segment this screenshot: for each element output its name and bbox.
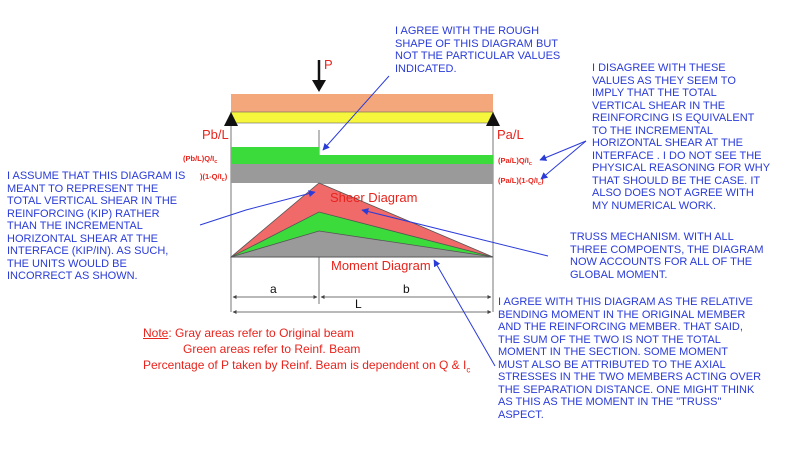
- left-annotation: I ASSUME THAT THIS DIAGRAM IS MEANT TO R…: [7, 170, 186, 282]
- dim-L-label: L: [355, 297, 362, 311]
- right-reaction-label: Pa/L: [497, 127, 524, 142]
- right-gray-label: (Pa/L)(1-Q/Ic): [498, 176, 544, 187]
- top-annotation: I AGREE WITH THE ROUGH SHAPE OF THIS DIA…: [395, 25, 561, 75]
- dim-b-label: b: [403, 282, 410, 296]
- left-reaction-label: Pb/L: [202, 127, 229, 142]
- note-line-3: Percentage of P taken by Reinf. Beam is …: [143, 358, 471, 375]
- beam-bottom-layer: [230, 111, 494, 124]
- note-label: Note: [143, 326, 169, 340]
- shear-gray-left: [231, 164, 319, 183]
- point-load-arrow: [312, 60, 326, 92]
- note-line-2: Green areas refer to Reinf. Beam: [183, 342, 361, 356]
- moment-annotation: I AGREE WITH THIS DIAGRAM AS THE RELATIV…: [498, 296, 762, 421]
- note-line-1: Note: Gray areas refer to Original beam: [143, 326, 354, 340]
- shear-green-right: [319, 155, 493, 164]
- left-support-icon: [224, 112, 238, 126]
- left-note-arrow: [199, 190, 316, 226]
- top-note-arrow: [322, 75, 390, 151]
- dim-a-label: a: [270, 282, 277, 296]
- right-support-icon: [486, 112, 500, 126]
- load-label: P: [324, 57, 333, 72]
- beam-top-layer: [231, 94, 493, 112]
- left-green-label: (Pb/L)Q/Ic: [183, 154, 217, 165]
- left-gray-label: )(1-Q/Ic): [200, 172, 228, 183]
- shear-diagram-title: Sheer Diagram: [330, 190, 417, 205]
- shear-green-left: [231, 147, 319, 164]
- right-note-arrow-lower: [540, 140, 587, 180]
- truss-note-arrow: [361, 208, 549, 257]
- truss-annotation: TRUSS MECHANISM. WITH ALL THREE COMPOENT…: [570, 231, 764, 281]
- moment-diagram-title: Moment Diagram: [331, 258, 431, 273]
- right-note-arrow-upper: [539, 140, 587, 161]
- right-top-annotation: I DISAGREE WITH THESE VALUES AS THEY SEE…: [592, 62, 771, 212]
- shear-gray-right: [319, 164, 493, 184]
- right-green-label: (Pa/L)Q/Ic: [498, 156, 532, 167]
- moment-note-arrow: [433, 259, 496, 367]
